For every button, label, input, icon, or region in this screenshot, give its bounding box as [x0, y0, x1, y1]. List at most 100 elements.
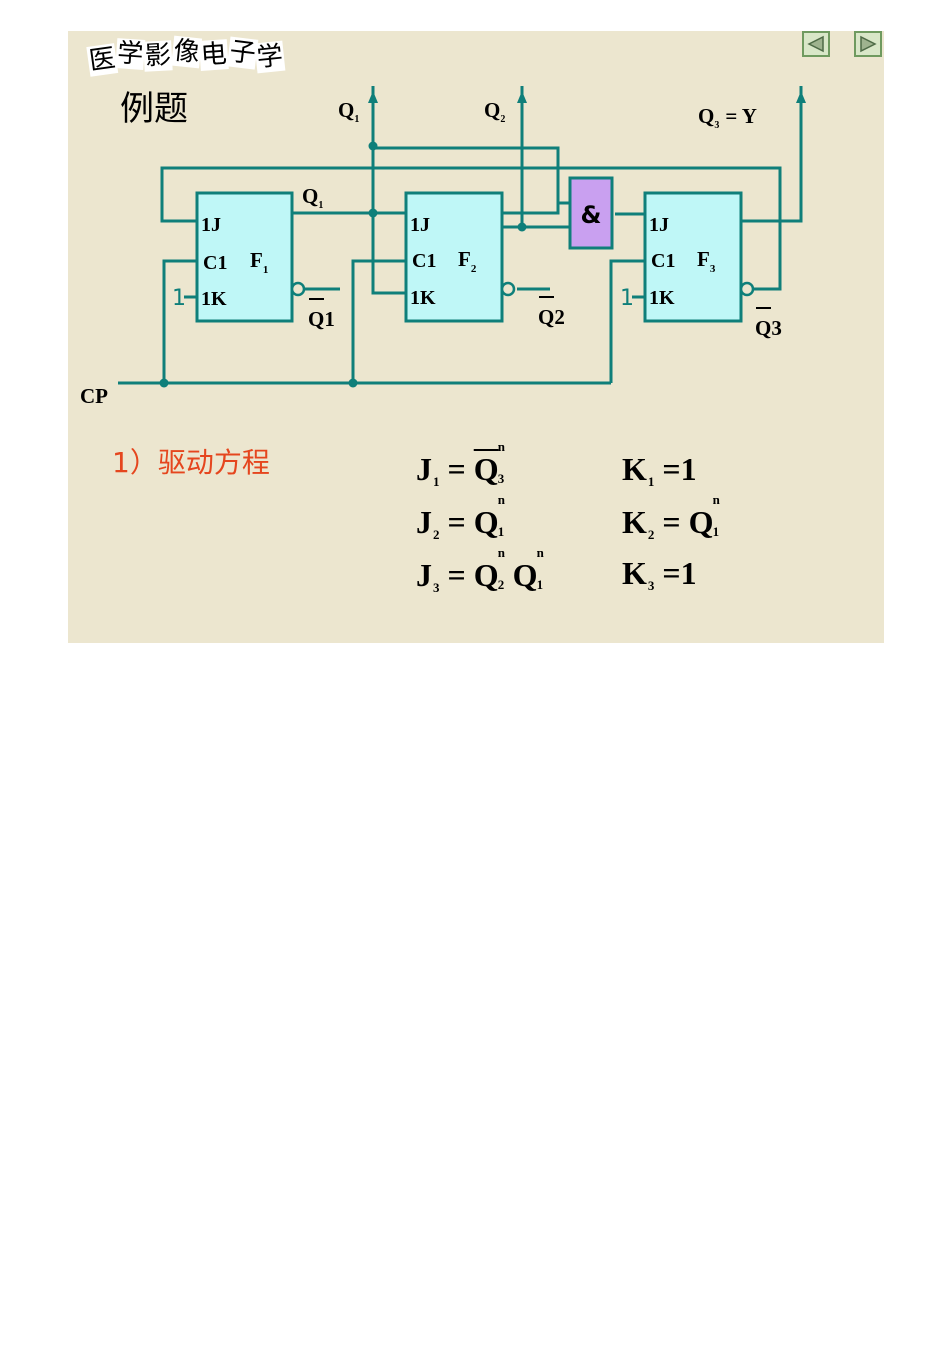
ff2-c-label: C1: [412, 250, 436, 272]
ff2-name-main: F: [458, 247, 471, 271]
q3-output-label: Q3 = Y: [698, 104, 757, 131]
equals-sign: =: [662, 555, 681, 591]
circuit-diagram: 1J C1 1K F1 1J C1 1K F2 1J C1 1K F3 & 1 …: [80, 86, 806, 408]
q3-top-sub: 3: [714, 120, 719, 131]
ff1-name-main: F: [250, 248, 263, 272]
equals-sign: =: [662, 504, 681, 540]
constant-one-f3: 1: [620, 286, 634, 311]
k2-sup: n: [712, 492, 720, 507]
slide: 医 学 影 像 电 子 学 例题: [68, 31, 884, 643]
ff1-name: F1: [250, 248, 268, 276]
inversion-bubble: [739, 281, 755, 297]
q1-mid-main: Q: [302, 184, 318, 208]
triangle-left-icon: [807, 35, 824, 53]
ff1-k-label: 1K: [201, 288, 227, 310]
k2-q: Q: [688, 504, 714, 540]
j3-qb: Q: [512, 557, 538, 593]
ff2-name: F2: [458, 247, 477, 275]
ff3-c-label: C1: [651, 250, 675, 272]
ff3-name: F3: [697, 247, 716, 275]
and-gate: [568, 176, 614, 250]
j1-sub: 3: [497, 471, 505, 486]
q1-top-main: Q: [338, 98, 354, 122]
j3-qa-sup: n: [497, 545, 505, 560]
k2-lhs-sub: 2: [647, 527, 655, 542]
equals-sign: =: [447, 504, 466, 540]
k1-rhs: 1: [680, 451, 697, 487]
arrowheads: [368, 91, 806, 103]
k1-lhs: K: [622, 451, 647, 487]
j1-sup: n: [497, 439, 505, 454]
j3-lhs-sub: 3: [433, 580, 440, 595]
equation-k3: K3 =1: [622, 555, 697, 594]
ff2-name-sub: 2: [471, 263, 477, 275]
and-gate-symbol: &: [581, 201, 602, 229]
j2-lhs-sub: 2: [433, 527, 440, 542]
previous-slide-button[interactable]: [802, 31, 830, 57]
k3-lhs-sub: 3: [647, 578, 655, 593]
j3-qb-sup: n: [536, 545, 544, 560]
j1-q: Q: [473, 451, 499, 487]
equals-sign: =: [662, 451, 681, 487]
ff2-k-label: 1K: [410, 287, 436, 309]
ff3-j-label: 1J: [649, 214, 669, 236]
equals-sign: =: [447, 557, 466, 593]
k3-rhs: 1: [680, 555, 697, 591]
q2-output-label: Q2: [484, 98, 505, 125]
j2-q: Q: [473, 504, 499, 540]
j3-qa-sub: 2: [497, 577, 505, 592]
flip-flop-f3: [643, 191, 743, 323]
junction-dots: [159, 141, 527, 388]
q1-mid-sub: 1: [318, 200, 323, 211]
q3-bar-label: Q3: [755, 316, 782, 340]
ff3-name-main: F: [697, 247, 710, 271]
j2-sub: 1: [497, 524, 505, 539]
q3-top-rest: = Y: [725, 104, 757, 128]
j3-lhs: J: [416, 557, 432, 593]
j1-lhs-sub: 1: [433, 474, 440, 489]
j3-qb-sub: 1: [536, 577, 544, 592]
k2-lhs: K: [622, 504, 647, 540]
ff3-name-sub: 3: [710, 263, 716, 275]
q2-bar-label: Q2: [538, 305, 565, 329]
constant-one-f1: 1: [172, 286, 186, 311]
j2-lhs: J: [416, 504, 432, 540]
j1-lhs: J: [416, 451, 432, 487]
ff2-j-label: 1J: [410, 214, 430, 236]
ff3-k-label: 1K: [649, 287, 675, 309]
flip-flop-f2: [404, 191, 504, 323]
k2-sub: 1: [712, 524, 720, 539]
inversion-bubble: [290, 281, 306, 297]
wires: [118, 86, 803, 385]
clock-label: CP: [80, 384, 108, 408]
ff1-c-label: C1: [203, 252, 227, 274]
ff1-j-label: 1J: [201, 214, 221, 236]
next-slide-button[interactable]: [854, 31, 882, 57]
q3-top-main: Q: [698, 104, 714, 128]
q2-top-main: Q: [484, 98, 500, 122]
triangle-right-icon: [860, 35, 877, 53]
q1-mid-label: Q1: [302, 184, 323, 211]
j3-qa: Q: [473, 557, 499, 593]
q1-output-label: Q1: [338, 98, 359, 125]
section-heading: 1）驱动方程: [112, 446, 270, 479]
q1-bar-label: Q1: [308, 307, 335, 331]
ff1-name-sub: 1: [263, 264, 269, 276]
equals-sign: =: [447, 451, 466, 487]
inversion-bubble: [500, 281, 516, 297]
j2-sup: n: [497, 492, 505, 507]
q1-top-sub: 1: [354, 114, 359, 125]
slide-title: 例题: [120, 89, 188, 129]
k1-lhs-sub: 1: [647, 474, 655, 489]
equation-k1: K1 =1: [622, 451, 697, 490]
flip-flop-f1: [195, 191, 294, 323]
